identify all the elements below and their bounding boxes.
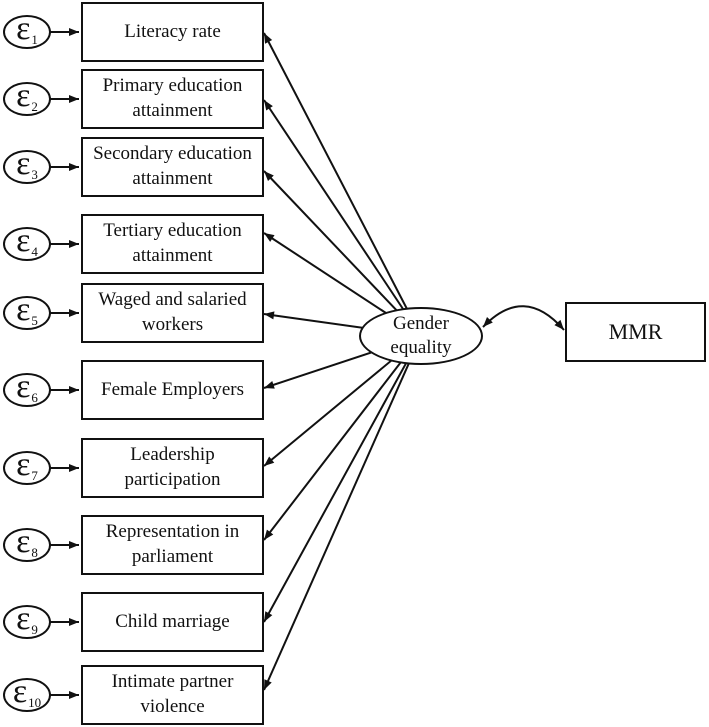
indicator-box-waged-salaried-workers: Waged and salaried workers: [81, 283, 264, 343]
indicator-label: Tertiary education attainment: [103, 220, 242, 266]
indicator-label: Child marriage: [115, 610, 230, 632]
epsilon-symbol: ε: [16, 222, 31, 259]
indicator-box-representation-parliament: Representation in parliament: [81, 515, 264, 575]
indicator-label: Waged and salaried workers: [98, 289, 247, 335]
epsilon-subscript: 10: [28, 694, 42, 710]
epsilon-symbol: ε: [16, 368, 31, 405]
epsilon-symbol: ε: [16, 77, 31, 114]
epsilon-symbol: ε: [16, 523, 31, 560]
indicator-label: Secondary education attainment: [93, 143, 252, 189]
epsilon-symbol: ε: [16, 446, 31, 483]
epsilon-subscript: 8: [31, 544, 38, 560]
epsilon-symbol: ε: [12, 673, 28, 710]
loading-arrow-1: [263, 32, 422, 337]
indicator-box-secondary-education: Secondary education attainment: [81, 137, 264, 197]
indicator-label: Female Employers: [101, 378, 244, 400]
indicator-box-female-employers: Female Employers: [81, 360, 264, 420]
epsilon-subscript: 6: [31, 389, 38, 405]
indicator-box-literacy-rate: Literacy rate: [81, 2, 264, 62]
latent-variable-label: Gender equality: [390, 313, 452, 358]
indicator-label: Representation in parliament: [105, 521, 240, 567]
indicator-label: Intimate partner violence: [111, 671, 234, 717]
indicator-box-primary-education: Primary education attainment: [81, 69, 264, 129]
indicator-box-child-marriage: Child marriage: [81, 592, 264, 652]
epsilon-subscript: 5: [31, 312, 38, 328]
indicator-box-leadership-participation: Leadership participation: [81, 438, 264, 498]
epsilon-subscript: 1: [31, 31, 38, 47]
loading-arrow-8: [263, 335, 422, 541]
indicator-label: Leadership participation: [124, 444, 221, 490]
loading-arrow-10: [263, 335, 422, 691]
indicator-box-intimate-partner-violence: Intimate partner violence: [81, 665, 264, 725]
epsilon-symbol: ε: [16, 10, 31, 47]
indicator-label: Literacy rate: [124, 20, 221, 42]
epsilon-symbol: ε: [16, 145, 31, 182]
indicator-label: Primary education attainment: [102, 75, 243, 121]
epsilon-subscript: 9: [31, 621, 38, 637]
loading-arrow-2: [263, 99, 422, 337]
outcome-box-mmr: MMR: [565, 302, 706, 362]
loading-arrow-9: [263, 335, 422, 623]
epsilon-subscript: 7: [31, 467, 38, 483]
outcome-label: MMR: [608, 319, 663, 344]
latent-variable-ellipse-gender-equality: Gender equality: [359, 307, 483, 365]
epsilon-subscript: 4: [31, 243, 38, 259]
epsilon-subscript: 3: [31, 166, 38, 182]
indicator-box-tertiary-education: Tertiary education attainment: [81, 214, 264, 274]
epsilon-subscript: 2: [31, 98, 38, 114]
epsilon-symbol: ε: [16, 600, 31, 637]
covariance-arrow: [482, 305, 565, 331]
epsilon-symbol: ε: [16, 291, 31, 328]
